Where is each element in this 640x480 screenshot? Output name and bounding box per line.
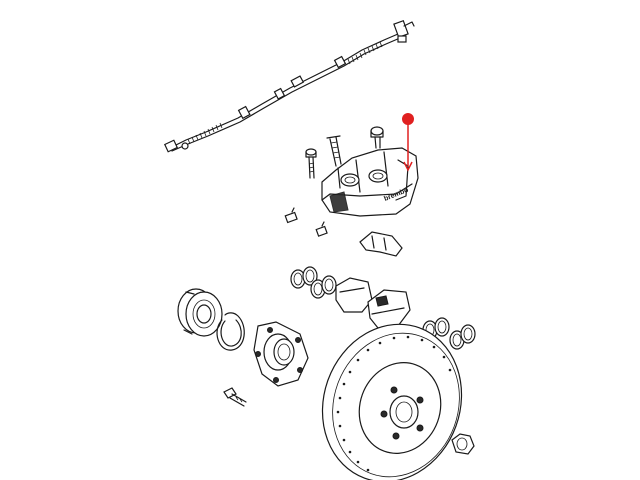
caliper-mounting-bolt-top[interactable]: [326, 135, 342, 167]
brake-rotor[interactable]: [301, 305, 484, 480]
part-callout: [402, 113, 414, 172]
bleeder-screw-lower[interactable]: [315, 221, 328, 237]
piston-seal-group-left[interactable]: [290, 266, 337, 299]
caliper-bolt-icon[interactable]: [370, 126, 384, 149]
snap-ring[interactable]: [216, 312, 245, 351]
hub-nut[interactable]: [451, 433, 475, 455]
callout-marker[interactable]: [402, 113, 414, 125]
wheel-stud[interactable]: [223, 387, 247, 407]
wear-sensor-harness[interactable]: [163, 19, 415, 153]
caliper-mounting-bolt-left[interactable]: [305, 148, 317, 179]
piston-seal-group-right[interactable]: [422, 317, 476, 350]
brake-pad-outer[interactable]: [367, 289, 411, 329]
bleeder-screw-upper[interactable]: [284, 207, 298, 224]
wheel-hub[interactable]: [253, 321, 309, 387]
pad-retaining-clip[interactable]: [359, 231, 403, 257]
wheel-bearing[interactable]: [177, 288, 223, 337]
brake-pad-inner[interactable]: [335, 277, 373, 313]
brembo-caliper[interactable]: brembo: [321, 147, 419, 217]
